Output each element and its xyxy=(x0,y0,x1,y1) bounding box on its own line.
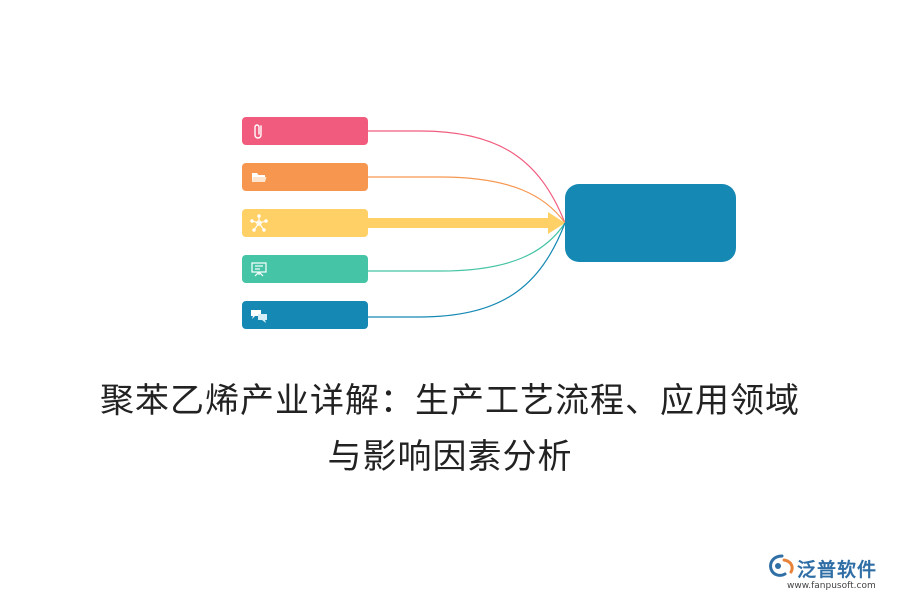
branch-box-5 xyxy=(242,301,368,329)
connector-line xyxy=(368,222,566,272)
branch-box-4 xyxy=(242,255,368,283)
branch-box-3 xyxy=(242,209,368,237)
branch-box-2 xyxy=(242,163,368,191)
watermark-logo: 泛普软件 www.fanpusoft.com xyxy=(763,553,897,597)
connector-line xyxy=(368,222,566,318)
branch-box-1 xyxy=(242,117,368,145)
folder-icon xyxy=(250,168,268,186)
connector-arrow xyxy=(368,212,565,234)
page-title-line-1: 聚苯乙烯产业详解：生产工艺流程、应用领域 xyxy=(100,381,800,421)
connector-line xyxy=(368,176,566,224)
watermark-url: www.fanpusoft.com xyxy=(787,581,876,591)
watermark-brand-name: 泛普软件 xyxy=(797,559,878,581)
connector-line xyxy=(368,130,566,224)
fanpu-logo-icon xyxy=(769,554,794,577)
presentation-board-icon xyxy=(250,260,268,278)
page-title-line-2: 与影响因素分析 xyxy=(327,437,573,477)
central-topic-box xyxy=(565,184,736,262)
chat-bubbles-icon xyxy=(250,306,268,324)
network-icon xyxy=(250,214,268,232)
paperclip-icon xyxy=(250,122,268,140)
